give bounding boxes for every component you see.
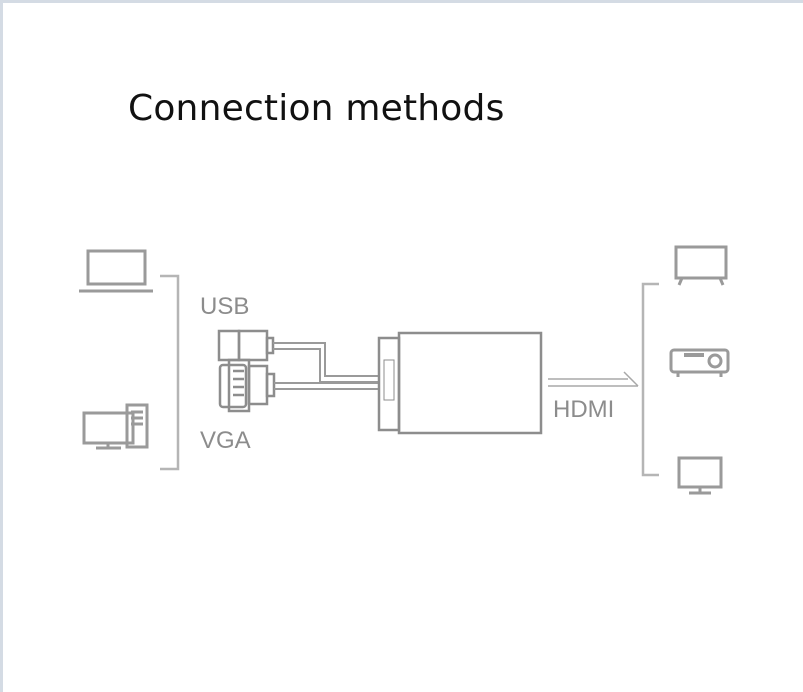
vga-plug-icon <box>218 358 276 413</box>
projector-icon <box>669 348 730 377</box>
tv-icon <box>674 245 728 286</box>
laptop-icon <box>79 249 153 293</box>
hdmi-label: HDMI <box>553 396 615 423</box>
hdmi-arrow <box>548 371 639 387</box>
page-title: Connection methods <box>128 88 505 129</box>
frame-left-edge <box>0 0 3 692</box>
usb-label: USB <box>200 293 250 320</box>
source-bracket <box>160 274 180 471</box>
desktop-computer-icon <box>82 403 149 450</box>
usb-plug-icon <box>217 329 275 362</box>
frame-top-edge <box>0 0 803 3</box>
adapter-box-icon <box>377 331 543 435</box>
vga-label: VGA <box>200 427 251 454</box>
cables <box>273 342 379 390</box>
monitor-icon <box>677 456 723 495</box>
output-bracket <box>641 282 659 477</box>
